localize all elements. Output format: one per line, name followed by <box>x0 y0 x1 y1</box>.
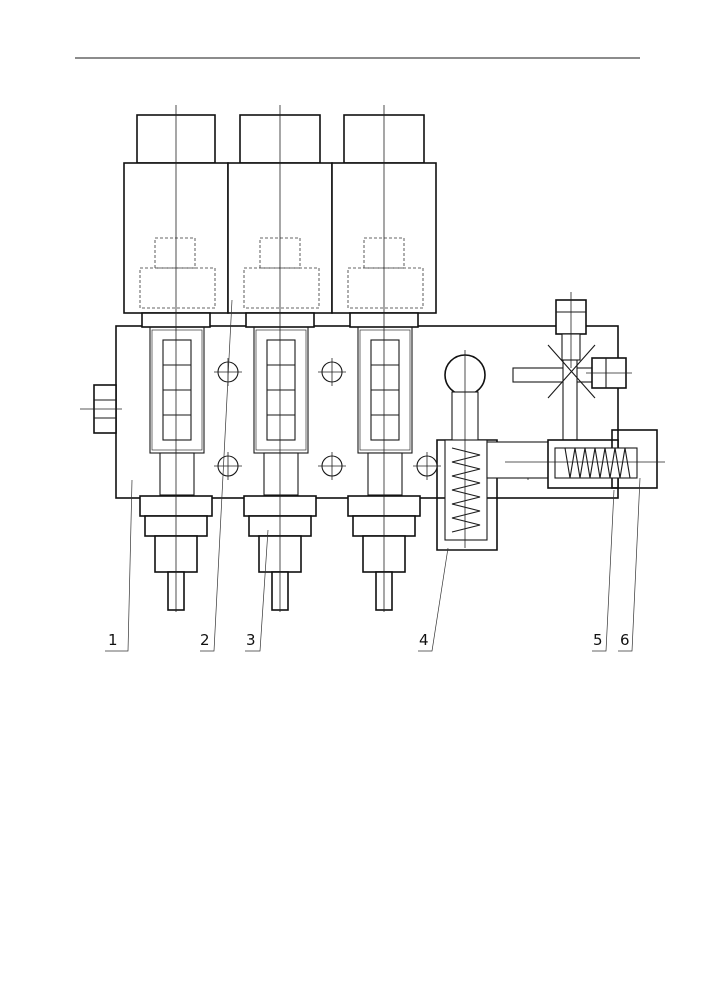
left-plug <box>80 384 122 434</box>
callout-6: 6 <box>620 631 630 649</box>
callout-4: 4 <box>419 631 429 649</box>
pressure-adjuster <box>505 429 665 489</box>
right-fitting <box>586 357 632 389</box>
solenoid-valve-1 <box>123 105 229 612</box>
callout-3: 3 <box>246 631 256 649</box>
callout-2: 2 <box>200 631 210 649</box>
solenoid-valve-3 <box>331 105 437 612</box>
callout-1: 1 <box>108 631 118 649</box>
solenoid-valve-2 <box>227 105 333 612</box>
relief-valve <box>444 350 488 548</box>
top-fitting <box>555 292 587 368</box>
leader-lines <box>105 299 641 652</box>
callout-5: 5 <box>593 631 603 649</box>
